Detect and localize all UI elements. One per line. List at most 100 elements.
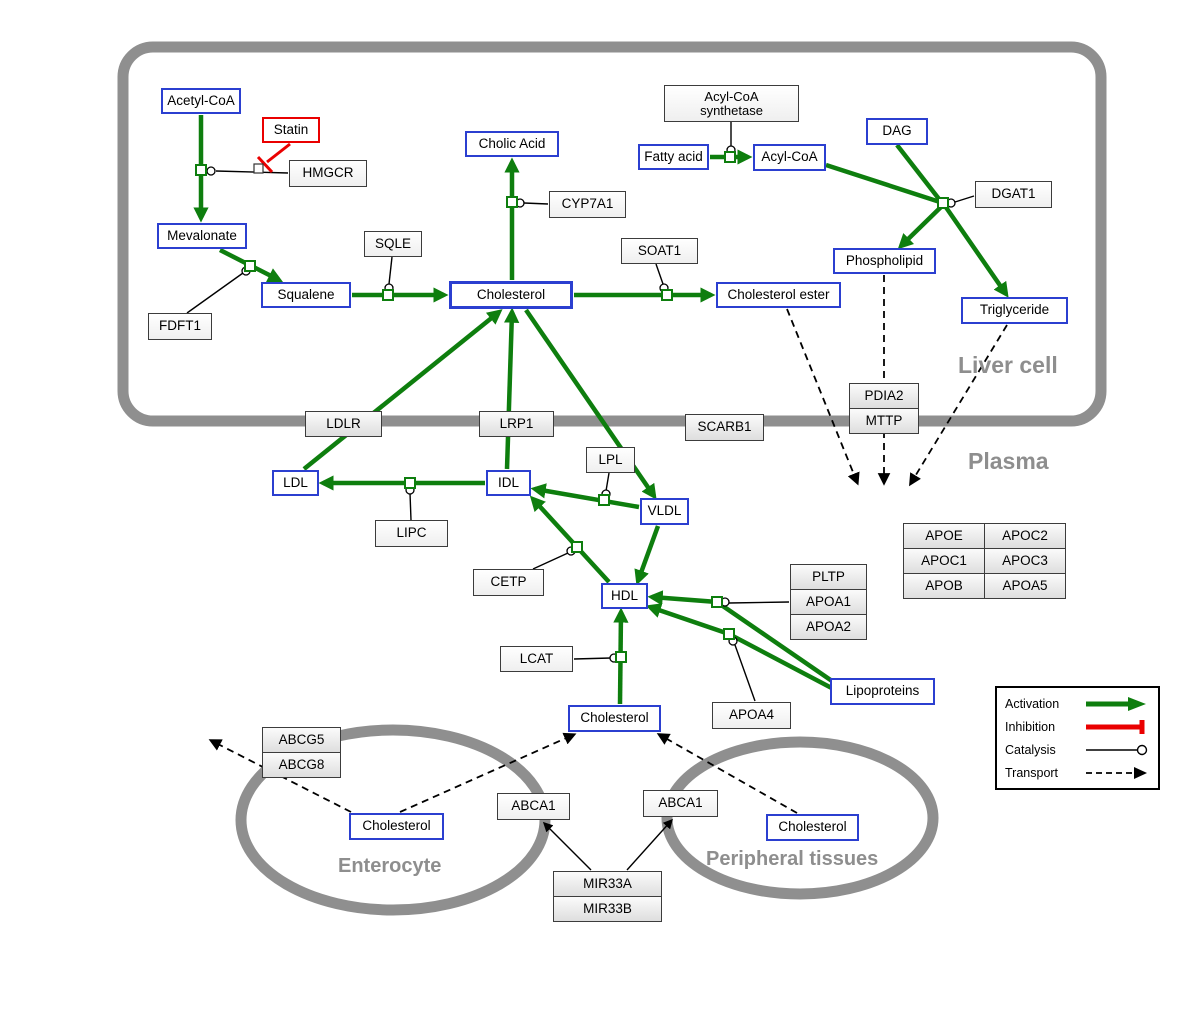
edge-hdl-idl-cetp [529, 495, 611, 584]
node-cholesterol-peripheral: Cholesterol [766, 814, 859, 841]
catalysis-circle-icon [1086, 744, 1148, 755]
node-hdl: HDL [601, 583, 648, 609]
node-lpl: LPL [586, 447, 635, 473]
edge-vldl-idl [530, 483, 640, 510]
node-abca1-peripheral: ABCA1 [643, 790, 718, 817]
node-dag: DAG [866, 118, 928, 145]
node-statin: Statin [262, 117, 320, 143]
liver-cell-label: Liver cell [958, 352, 1058, 378]
node-pltp: PLTP [790, 564, 867, 590]
acyl-coa-synthetase-line2: synthetase [700, 102, 763, 118]
peripheral-tissues-membrane [661, 736, 939, 900]
node-acetyl-coa: Acetyl-CoA [161, 88, 241, 114]
node-fatty-acid: Fatty acid [638, 144, 709, 170]
peripheral-tissues-label: Peripheral tissues [706, 848, 879, 870]
node-abcg8: ABCG8 [262, 752, 341, 778]
edge-idl-livercholesterol [504, 307, 520, 470]
edge-mir33-abca1-enterocyte [542, 821, 592, 871]
node-apoa1: APOA1 [790, 589, 867, 615]
edge-sqle-catalysis [388, 256, 393, 285]
edge-dag-dgat-junction [895, 143, 941, 201]
apo-table-cell: APOC2 [984, 523, 1066, 549]
legend-catalysis-label: Catalysis [1005, 742, 1056, 757]
edge-hmgcr-catalysis [215, 170, 289, 174]
node-ldlr: LDLR [305, 411, 382, 437]
edge-soat1-catalysis [655, 263, 664, 285]
node-apoa2: APOA2 [790, 614, 867, 640]
edge-lcat-catalysis [573, 657, 612, 660]
apo-table-cell: APOB [903, 573, 985, 599]
node-dgat1: DGAT1 [975, 181, 1052, 208]
node-squalene: Squalene [261, 282, 351, 308]
node-cholesterol-enterocyte: Cholesterol [349, 813, 444, 840]
node-pdia2: PDIA2 [849, 383, 919, 409]
node-cholesterol-plasma: Cholesterol [568, 705, 661, 732]
liver-cell-membrane [117, 41, 1107, 427]
edge-lipc-catalysis [409, 492, 412, 521]
edge-mir33-abca1-peripheral [626, 818, 673, 871]
node-mir33b: MIR33B [553, 896, 662, 922]
edge-junction-phospholipid [897, 205, 943, 250]
node-cholesterol-liver: Cholesterol [449, 281, 573, 309]
node-cetp: CETP [473, 569, 544, 596]
node-cholic-acid: Cholic Acid [465, 131, 559, 157]
apo-table-cell: APOC3 [984, 548, 1066, 574]
node-lipc: LIPC [375, 520, 448, 547]
mir33-edges [542, 818, 673, 871]
edge-dgat1-catalysis [954, 195, 975, 203]
inhibition-edge-statin [256, 142, 291, 174]
enterocyte-membrane [235, 724, 551, 916]
node-acyl-coa-synthetase: Acyl-CoA synthetase [664, 85, 799, 122]
legend-row-transport: Transport [1005, 761, 1150, 784]
node-fdft1: FDFT1 [148, 313, 212, 340]
edge-cetp-catalysis [532, 552, 569, 570]
apo-table-cell: APOE [903, 523, 985, 549]
apo-table-cell: APOC1 [903, 548, 985, 574]
edge-lpl-catalysis [605, 472, 610, 492]
legend-row-catalysis: Catalysis [1005, 738, 1150, 761]
node-ldl: LDL [272, 470, 319, 496]
node-lipoproteins: Lipoproteins [830, 678, 935, 705]
node-apoa4: APOA4 [712, 702, 791, 729]
legend-row-activation: Activation [1005, 692, 1150, 715]
node-vldl: VLDL [640, 498, 689, 525]
node-scarb1: SCARB1 [685, 414, 764, 441]
edge-cyp7a1-catalysis [523, 202, 549, 205]
edge-enterocytechol-plasmachol [399, 732, 577, 813]
acyl-coa-synthetase-line1: Acyl-CoA [704, 88, 759, 104]
legend-transport-label: Transport [1005, 765, 1059, 780]
activation-edges [193, 115, 1009, 705]
node-cyp7a1: CYP7A1 [549, 191, 626, 218]
apo-table-cell: APOA5 [984, 573, 1066, 599]
edge-cholesterolester-plasma [786, 308, 860, 486]
node-phospholipid: Phospholipid [833, 248, 936, 274]
node-triglyceride: Triglyceride [961, 297, 1068, 324]
node-abca1-enterocyte: ABCA1 [497, 793, 570, 820]
activation-arrow-icon [1086, 696, 1146, 711]
legend-activation-label: Activation [1005, 696, 1060, 711]
edge-vldl-hdl [634, 525, 661, 586]
node-sqle: SQLE [364, 231, 422, 257]
node-mevalonate: Mevalonate [157, 223, 247, 249]
edge-pltp-apoa-catalysis [728, 601, 790, 604]
node-hmgcr: HMGCR [289, 160, 367, 187]
reaction-squares [195, 151, 949, 663]
edge-peripheralchol-plasmachol [656, 733, 798, 814]
node-soat1: SOAT1 [621, 238, 698, 264]
hmgcr-reaction-port [253, 163, 264, 174]
edge-triglyceride-plasma [909, 324, 1008, 487]
node-acyl-coa: Acyl-CoA [753, 144, 826, 171]
edge-apoa4-catalysis [734, 644, 756, 702]
node-mir33a: MIR33A [553, 871, 662, 897]
legend-row-inhibition: Inhibition [1005, 715, 1150, 738]
node-idl: IDL [486, 470, 531, 496]
legend: Activation Inhibition Catalysis Transpor… [995, 686, 1160, 790]
plasma-label: Plasma [968, 448, 1049, 474]
node-lcat: LCAT [500, 646, 573, 672]
inhibition-tbar-icon [1086, 719, 1145, 734]
node-lrp1: LRP1 [479, 411, 554, 437]
node-abcg5: ABCG5 [262, 727, 341, 753]
compartment-shapes [117, 41, 1107, 916]
